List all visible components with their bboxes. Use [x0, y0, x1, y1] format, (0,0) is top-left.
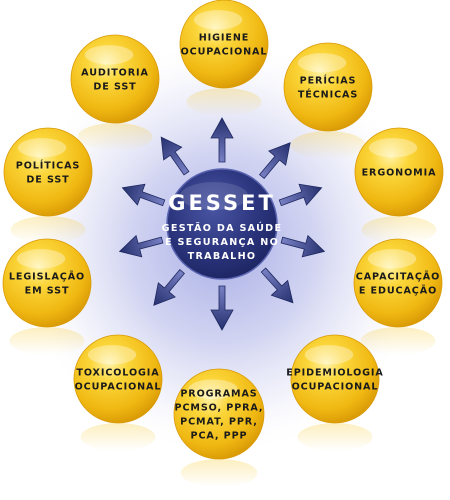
node-label-line: E EDUCAÇÃO — [359, 284, 437, 297]
node-label-line: EPIDEMIOLOGIA — [286, 368, 383, 379]
node-label-line: PROGRAMAS — [180, 389, 257, 400]
node-label-line: TÉCNICAS — [298, 88, 358, 101]
reflections-group — [9, 88, 437, 487]
center-subtitle-line-3: TRABALHO — [188, 251, 257, 262]
node-circle — [70, 34, 160, 124]
node-highlight — [16, 249, 66, 269]
node-circle — [179, 0, 269, 89]
arrow-legislacao-em-sst — [118, 234, 164, 258]
node-highlight — [188, 379, 238, 400]
node-label-line: HIGIENE — [199, 33, 249, 44]
node-label-line: PCA, PPP — [191, 431, 248, 442]
node-toxicologia-ocupacional: TOXICOLOGIA OCUPACIONAL — [73, 334, 163, 424]
node-highlight — [17, 138, 67, 158]
node-label-line: PERÍCIAS — [300, 74, 357, 87]
center-title: GESSET — [168, 191, 276, 215]
reflection-politicas-de-sst — [10, 216, 86, 244]
center-subtitle-line-1: GESTÃO DA SAÚDE — [162, 221, 283, 234]
node-circle — [354, 127, 444, 217]
node-label-line: PCMAT, PPR, — [180, 417, 258, 428]
node-label-line: OCUPACIONAL — [75, 382, 162, 393]
arrow-auditoria-de-sst — [160, 136, 190, 176]
node-circle — [3, 127, 93, 217]
arrows-group — [118, 117, 326, 331]
node-circle — [2, 238, 92, 328]
node-label-line: AUDITORIA — [81, 68, 149, 79]
node-highlight — [84, 45, 134, 65]
center-hub: GESSET GESTÃO DA SAÚDE E SEGURANÇA NO TR… — [162, 168, 283, 280]
arrow-politicas-de-sst — [121, 183, 166, 207]
node-highlight — [368, 138, 418, 158]
node-label-line: PCMSO, PPRA, — [175, 403, 264, 414]
node-label-line: DE SST — [93, 82, 136, 93]
arrow-higiene-ocupacional — [210, 117, 234, 163]
node-higiene-ocupacional: HIGIENE OCUPACIONAL — [179, 0, 269, 89]
node-label-line: TOXICOLOGIA — [76, 368, 159, 379]
node-label-line: OCUPACIONAL — [292, 382, 379, 393]
node-highlight — [297, 53, 347, 73]
node-ergonomia: ERGONOMIA — [354, 127, 444, 217]
reflection-legislacao-em-sst — [9, 327, 85, 355]
arrow-capacitacao-e-educacao — [280, 234, 326, 258]
reflection-auditoria-de-sst — [77, 123, 153, 151]
node-label-line: DE SST — [26, 175, 69, 186]
node-label-line: EM SST — [25, 286, 70, 297]
reflection-pericias-tecnicas — [290, 131, 366, 159]
reflection-toxicologia-ocupacional — [80, 423, 156, 451]
node-label-line: LEGISLAÇÃO — [9, 270, 85, 283]
node-politicas-de-sst: POLÍTICAS DE SST — [3, 127, 93, 217]
node-epidemiologia-ocupacional: EPIDEMIOLOGIA OCUPACIONAL — [286, 334, 383, 424]
node-label-line: ERGONOMIA — [362, 168, 437, 179]
node-circle — [290, 334, 380, 424]
node-circle — [173, 368, 265, 460]
arrow-programas — [210, 285, 234, 331]
node-highlight — [367, 249, 417, 269]
node-circle — [73, 334, 163, 424]
reflection-programas — [180, 459, 258, 487]
node-circle — [283, 42, 373, 132]
node-circle — [353, 238, 443, 328]
node-label-line: POLÍTICAS — [16, 159, 80, 172]
node-auditoria-de-sst: AUDITORIA DE SST — [70, 34, 160, 124]
node-highlight — [193, 10, 243, 30]
node-legislacao-em-sst: LEGISLAÇÃO EM SST — [2, 238, 92, 328]
reflection-higiene-ocupacional — [186, 88, 262, 116]
reflection-ergonomia — [361, 216, 437, 244]
node-highlight — [87, 345, 137, 365]
node-label-line: CAPACITAÇÃO — [356, 270, 440, 283]
arrow-toxicologia-ocupacional — [153, 269, 186, 306]
reflection-capacitacao-e-educacao — [360, 327, 436, 355]
node-label-line: OCUPACIONAL — [181, 47, 268, 58]
center-subtitle-line-2: E SEGURANÇA NO — [165, 237, 279, 248]
node-programas: PROGRAMAS PCMSO, PPRA, PCMAT, PPR, PCA, PPP — [173, 368, 265, 460]
arrow-ergonomia — [278, 183, 323, 207]
arrow-pericias-tecnicas — [258, 142, 291, 179]
reflection-epidemiologia-ocupacional — [297, 423, 373, 451]
arrow-epidemiologia-ocupacional — [260, 267, 294, 304]
node-highlight — [304, 345, 354, 365]
